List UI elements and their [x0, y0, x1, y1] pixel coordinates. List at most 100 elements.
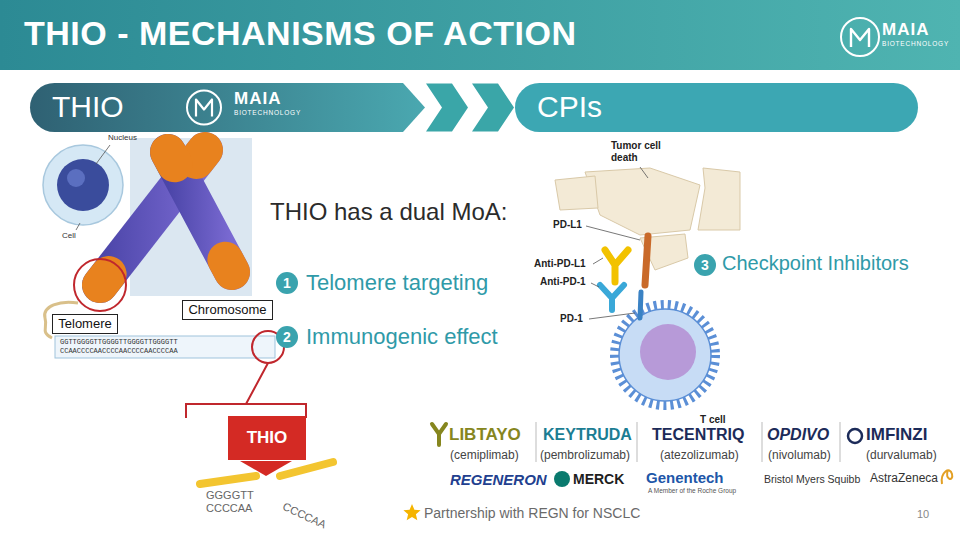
logo-ring [841, 18, 879, 56]
telomere-fragment [280, 462, 333, 476]
part-tag: Telomere [52, 314, 118, 334]
company-tagline: A Member of the Roche Group [648, 487, 736, 494]
leader-line [593, 258, 603, 264]
callout-text: 3 [701, 257, 709, 273]
telomere-tip [100, 274, 109, 285]
leader-line [591, 283, 599, 287]
logo-tagline: BIOTECHNOLOGY [234, 109, 301, 116]
band-shape [515, 83, 918, 132]
sequence-text: GGTTGGGGTTGGGGTTGGGGTTGGGGTT [60, 338, 178, 346]
nucleus-highlight [67, 169, 85, 187]
slide-title: THIO - MECHANISMS OF ACTION [24, 14, 576, 53]
telomere-tip [225, 260, 232, 272]
telomere-fragment [200, 476, 256, 484]
merck-icon [554, 471, 570, 487]
callout-number: 1 [276, 272, 298, 294]
mechanism-label: Immunogenic effect [306, 324, 498, 349]
chevron-connector [426, 84, 514, 132]
logo-mark [196, 100, 212, 117]
brand-name: IMFINZI [866, 425, 927, 445]
sequence-text: CCCCAA [281, 500, 328, 531]
callout-text: 1 [283, 275, 291, 291]
divider [840, 422, 841, 462]
drug-box-text: THIO [247, 428, 288, 448]
divider [762, 422, 763, 462]
callout-circle [694, 254, 716, 276]
brand-name: KEYTRUDA [543, 426, 632, 444]
logo-ring [187, 91, 221, 125]
tumor-cell [555, 176, 598, 210]
pd-1-receptor [640, 292, 641, 318]
sequence-text: GGGGTT [206, 489, 254, 502]
anti-pd-1-antibody [600, 285, 624, 310]
nucleus [57, 159, 109, 211]
brand-name: LIBTAYO [449, 425, 521, 445]
generic-name: (pembrolizumab) [540, 449, 630, 463]
part-label: PD-1 [560, 313, 583, 325]
mechanism-label: Telomere targeting [306, 270, 488, 295]
bracket [186, 363, 306, 418]
leader-line [640, 167, 648, 178]
connector-layer [426, 84, 514, 132]
t-cell-membrane [615, 305, 715, 405]
logo-tagline: BIOTECHNOLOGY [882, 40, 949, 47]
section-band: CPIs [515, 83, 918, 132]
part-label: Anti-PD-L1 [534, 258, 586, 270]
company-name: Bristol Myers Squibb [764, 473, 860, 485]
leader-line [76, 223, 80, 230]
generic-name: (cemiplimab) [450, 449, 519, 463]
dna-strip [55, 336, 275, 358]
anti-pd-l1-antibody [605, 250, 628, 282]
callout-circle [276, 272, 298, 294]
leader-line [96, 145, 110, 164]
part-label: Nucleus [108, 133, 137, 142]
divider [536, 422, 537, 462]
sequence-text: CCCCAA [206, 502, 252, 515]
part-label: T cell [700, 414, 726, 426]
tumor-cell [698, 168, 740, 230]
tag-text: Chromosome [188, 303, 266, 318]
company-name: MERCK [573, 471, 624, 487]
logo-wordmark: MAIA [234, 89, 281, 109]
page-number: 10 [917, 508, 929, 521]
mechanism-label: Checkpoint Inhibitors [722, 252, 909, 275]
callout-number: 3 [694, 254, 716, 276]
company-name: REGENERON [450, 471, 547, 488]
generic-name: (atezolizumab) [660, 449, 739, 463]
star-icon [403, 504, 420, 520]
band-title: THIO [52, 90, 124, 125]
logo-mark [851, 29, 869, 47]
intro-text: THIO has a dual MoA: [270, 198, 507, 226]
band-shape [30, 83, 425, 132]
tumor-cell [585, 168, 700, 235]
tag-text: Telomere [58, 317, 111, 332]
divider [637, 422, 638, 462]
leader-line [589, 313, 635, 319]
callout-number: 2 [276, 326, 298, 348]
t-cell-nucleus [640, 324, 696, 380]
company-name: Genentech [646, 469, 724, 486]
generic-name: (durvalumab) [866, 449, 937, 463]
part-label: PD-L1 [553, 219, 582, 231]
generic-name: (nivolumab) [768, 449, 831, 463]
part-label: Anti-PD-1 [540, 276, 586, 288]
header-bar [0, 0, 960, 70]
t-cell [619, 309, 711, 401]
callout-text: 2 [283, 329, 291, 345]
band-title: CPIs [537, 90, 602, 125]
callout-circle [276, 326, 298, 348]
maia-logo-icon [841, 18, 879, 56]
libtayo-icon [432, 424, 446, 445]
astrazeneca-icon [942, 470, 953, 484]
section-band: THIO [30, 83, 425, 132]
logo-wordmark: MAIA [882, 20, 929, 40]
sequence-text: CCAACCCCAACCCCAACCCCAACCCCAA [60, 347, 178, 355]
leader-line [586, 226, 640, 240]
telomere-tip [168, 152, 175, 164]
pd-l1-receptor [645, 236, 648, 285]
brand-name: OPDIVO [767, 426, 829, 444]
footnote: Partnership with REGN for NSCLC [424, 505, 640, 521]
part-label: Cell [62, 231, 76, 240]
cell-body [43, 145, 123, 225]
